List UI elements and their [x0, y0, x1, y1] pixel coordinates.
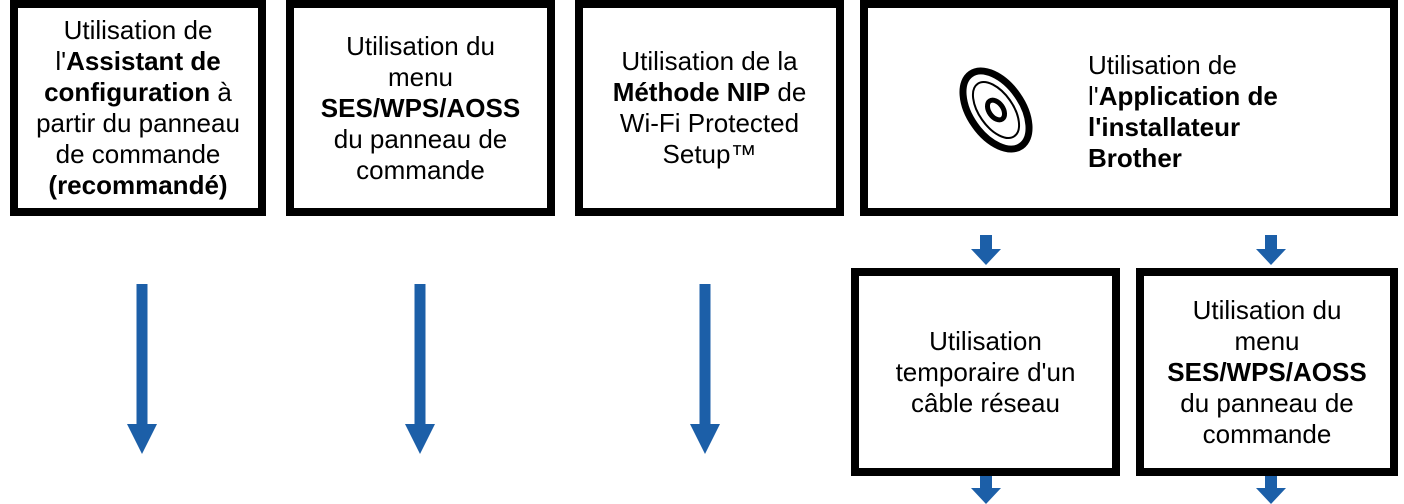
- ses-line2: menu: [387, 61, 454, 92]
- down-arrow: [690, 284, 720, 454]
- pin-line2a: Méthode NIP: [612, 77, 771, 107]
- installer-line1: Utilisation de: [1088, 50, 1237, 80]
- pin-line2b: de: [770, 77, 807, 107]
- installer-line2b: Application de: [1098, 81, 1278, 111]
- option-installer-box: Utilisation de l'Application de l'instal…: [860, 0, 1398, 216]
- down-arrow: [405, 284, 435, 454]
- down-arrow-short: [1256, 235, 1286, 265]
- wizard-line2a: l': [55, 46, 67, 76]
- ses2-line5: commande: [1202, 418, 1332, 449]
- pin-line3: Wi-Fi Protected: [619, 108, 800, 138]
- ses-line5: commande: [356, 154, 485, 185]
- down-arrow: [127, 284, 157, 454]
- ses2-line4: du panneau de: [1180, 387, 1354, 418]
- down-arrow-short: [971, 235, 1001, 265]
- cd-disc-icon: [959, 67, 1033, 153]
- wizard-line5: de commande: [55, 139, 221, 169]
- wizard-line4: partir du panneau: [36, 108, 240, 138]
- option-ses-menu-box: Utilisation du menu SES/WPS/AOSS du pann…: [286, 0, 555, 216]
- option-wizard-box: Utilisation de l'Assistant de configurat…: [10, 0, 266, 216]
- pin-line1: Utilisation de la: [621, 46, 798, 76]
- option-pin-method-box: Utilisation de la Méthode NIP de Wi-Fi P…: [575, 0, 844, 216]
- ses2-line1: Utilisation du: [1192, 294, 1342, 325]
- wizard-line3b: à: [210, 77, 232, 107]
- ses2-line3: SES/WPS/AOSS: [1167, 356, 1367, 387]
- wizard-line2b: Assistant de: [66, 46, 221, 76]
- installer-line2a: l': [1088, 81, 1099, 111]
- installer-line4: Brother: [1088, 143, 1182, 173]
- cable-line3: câble réseau: [911, 387, 1060, 418]
- down-arrow-short: [1256, 476, 1286, 504]
- option-ses-menu-sub-box: Utilisation du menu SES/WPS/AOSS du pann…: [1136, 268, 1398, 476]
- installer-line3: l'installateur: [1088, 112, 1241, 142]
- wizard-line1: Utilisation de: [63, 15, 213, 45]
- cable-line2: temporaire d'un: [895, 356, 1076, 387]
- ses-line4: du panneau de: [333, 123, 508, 154]
- wizard-line3a: configuration: [44, 77, 211, 107]
- option-network-cable-box: Utilisation temporaire d'un câble réseau: [851, 268, 1120, 476]
- ses2-line2: menu: [1234, 325, 1300, 356]
- down-arrow-short: [971, 476, 1001, 504]
- cable-line1: Utilisation: [929, 325, 1042, 356]
- ses-line3: SES/WPS/AOSS: [320, 92, 521, 123]
- pin-line4: Setup™: [662, 139, 757, 169]
- wizard-line6: (recommandé): [48, 170, 228, 200]
- ses-line1: Utilisation du: [346, 30, 495, 61]
